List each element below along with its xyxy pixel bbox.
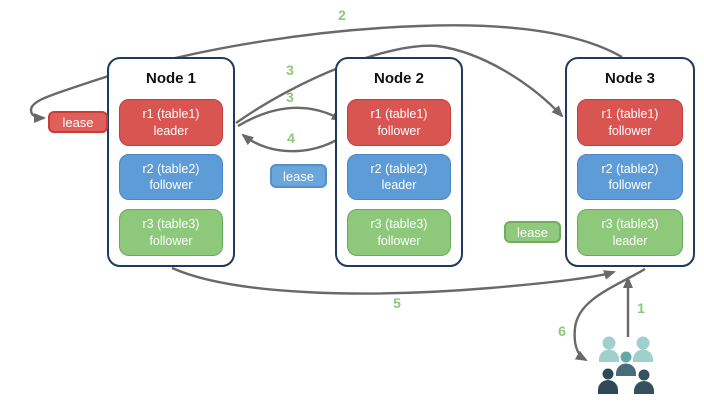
- replica-name: r1 (table1): [601, 107, 659, 122]
- node-2-title: Node 2: [373, 70, 424, 87]
- replica-name: r2 (table2): [142, 161, 200, 176]
- users-group-icon: [598, 336, 654, 394]
- node-1-replica-r2: r2 (table2) follower: [119, 154, 223, 200]
- step-label-6: 6: [558, 323, 566, 339]
- arrow-step-3-leader-to-node2: [237, 106, 344, 128]
- replica-role: follower: [377, 233, 421, 248]
- replica-name: r2 (table2): [370, 161, 428, 176]
- node-1-replica-r1: r1 (table1) leader: [119, 99, 223, 146]
- user-back-left: [599, 336, 619, 362]
- replica-name: r1 (table1): [370, 107, 428, 122]
- user-front-left: [598, 368, 618, 394]
- node-3-replica-r2: r2 (table2) follower: [577, 154, 683, 200]
- replica-role: leader: [381, 178, 417, 192]
- node-2: Node 2 r1 (table1) follower r2 (table2) …: [335, 57, 463, 267]
- replica-role: follower: [608, 123, 652, 138]
- user-back-right: [633, 336, 653, 362]
- node-3: Node 3 r1 (table1) follower r2 (table2) …: [565, 57, 695, 267]
- node-1: Node 1 r1 (table1) leader r2 (table2) fo…: [107, 57, 235, 267]
- replica-role: follower: [149, 233, 193, 248]
- step-label-3a: 3: [286, 62, 294, 78]
- replica-name: r2 (table2): [601, 161, 659, 176]
- arrow-step-5-node1-to-node3: [171, 266, 616, 295]
- replica-name: r3 (table3): [601, 217, 659, 232]
- node-3-replica-r3: r3 (table3) leader: [577, 209, 683, 256]
- node-2-replica-r3: r3 (table3) follower: [347, 209, 451, 256]
- step-label-1: 1: [637, 300, 645, 316]
- step-label-4: 4: [287, 130, 295, 146]
- lease-tag-r2: lease: [270, 164, 327, 188]
- replica-name: r1 (table1): [142, 107, 200, 122]
- node-2-replica-r2: r2 (table2) leader: [347, 154, 451, 200]
- user-front-right: [634, 369, 654, 394]
- node-1-title: Node 1: [145, 70, 196, 87]
- replica-name: r3 (table3): [142, 217, 200, 232]
- user-middle: [616, 351, 636, 376]
- lease-tag-r1: lease: [48, 111, 108, 133]
- step-label-5: 5: [393, 295, 401, 311]
- replica-name: r3 (table3): [370, 217, 428, 232]
- lease-tag-r3: lease: [504, 221, 561, 243]
- replica-role: leader: [612, 233, 648, 248]
- replica-role: follower: [608, 178, 652, 192]
- node-1-replica-r3: r3 (table3) follower: [119, 209, 223, 256]
- replica-role: follower: [377, 123, 421, 138]
- node-2-replica-r1: r1 (table1) follower: [347, 99, 451, 146]
- node-3-title: Node 3: [604, 70, 655, 87]
- replica-role: leader: [153, 123, 189, 138]
- replica-role: follower: [149, 178, 193, 192]
- node-3-replica-r1: r1 (table1) follower: [577, 99, 683, 146]
- step-label-2: 2: [338, 7, 346, 23]
- arrow-step-4-node2-ack-to-leader: [241, 131, 350, 153]
- step-label-3b: 3: [286, 89, 294, 105]
